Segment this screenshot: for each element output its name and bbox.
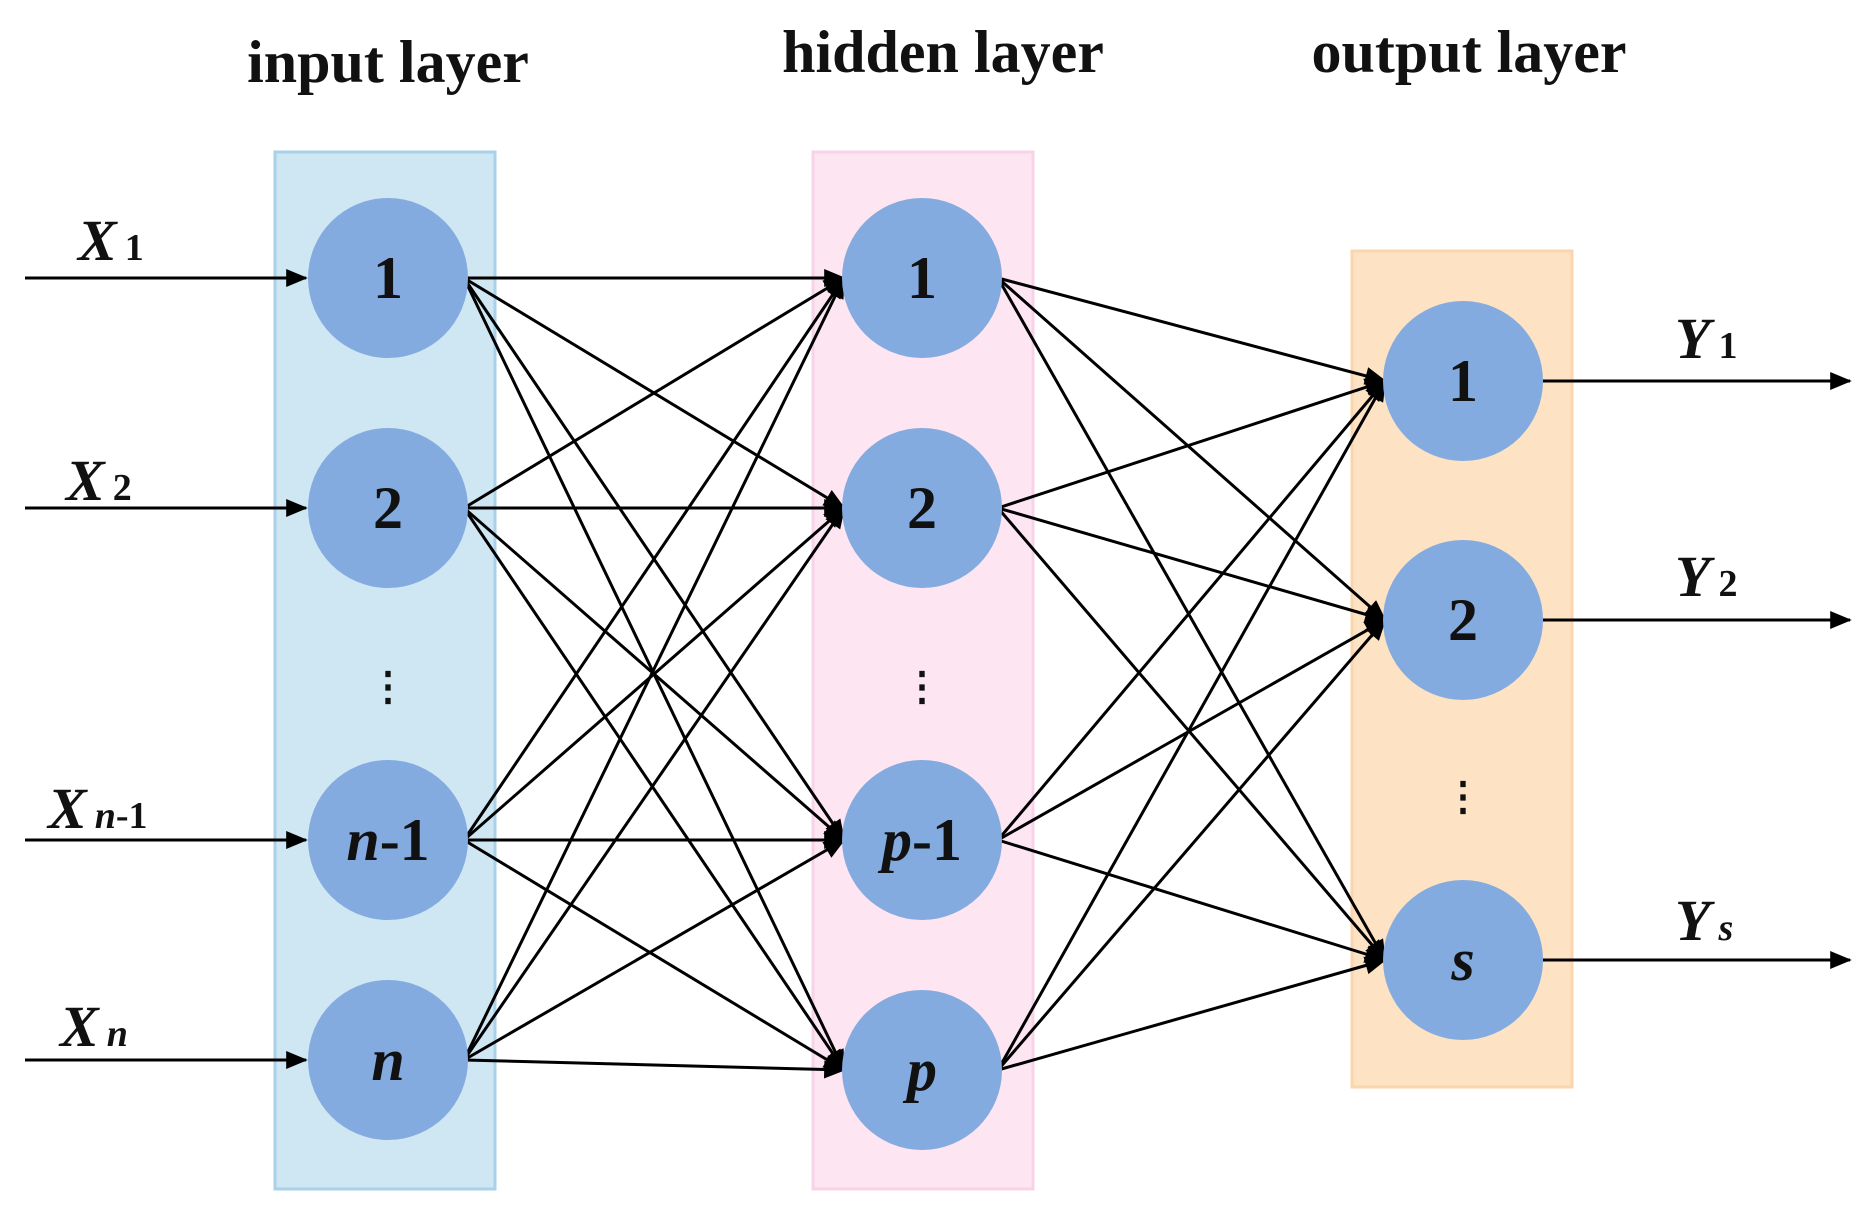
output-node-circle [1383,540,1543,700]
input-node-3: n-1 [308,760,468,920]
edge-hidden-3-to-output-2 [997,618,1387,842]
edge-hidden-1-to-output-2 [997,276,1387,622]
output-node-label: 2 [1448,587,1478,653]
hidden-node-label: p [902,1037,937,1103]
output-node-3: s [1383,880,1543,1040]
output-layer-ellipsis: ⋮ [1443,774,1483,819]
edge-hidden-2-to-output-2 [997,506,1387,624]
hidden-node-circle [842,428,1002,588]
edge-hidden-1-to-output-1 [997,276,1387,385]
hidden-node-2: 2 [842,428,1002,588]
output-node-label: s [1450,927,1474,993]
edge-input-4-to-hidden-4 [463,1058,846,1079]
input-node-4: n [308,980,468,1140]
input-layer-title: input layer [247,29,529,95]
ellipsis-markers: ⋮ ⋮ ⋮ [368,664,1483,819]
edge-hidden-2-to-output-1 [997,378,1387,510]
edge-hidden-4-to-output-1 [996,379,1387,1071]
output-layer-title: output layer [1312,19,1627,85]
neuron-nodes: 1 2 n-1 n 1 2 p-1 p 1 2 s [308,198,1543,1150]
output-node-circle [1383,301,1543,461]
hidden-node-label: 1 [907,245,937,311]
edge-input-3-to-hidden-1 [462,276,846,841]
input-node-circle [308,980,468,1140]
edge-input-3-to-hidden-2 [463,506,846,842]
hidden-layer-title: hidden layer [782,19,1104,85]
hidden-node-circle [842,198,1002,358]
edge-input-4-to-hidden-2 [462,506,846,1061]
input-node-circle [308,198,468,358]
layer-titles: input layer hidden layer output layer [247,19,1626,95]
hidden-node-4: p [842,990,1002,1150]
input-node-label: n-1 [346,807,429,873]
input-node-circle [308,428,468,588]
edge-hidden-1-to-output-3 [996,277,1387,962]
input-node-1: 1 [308,198,468,358]
edge-input-2-to-hidden-1 [463,276,846,510]
io-arrows [25,269,1852,1069]
edge-hidden-4-to-output-2 [996,618,1387,1071]
edge-hidden-3-to-output-3 [997,838,1387,963]
hidden-node-label: 2 [907,475,937,541]
output-node-circle [1383,880,1543,1040]
edge-input-3-to-hidden-4 [463,838,846,1072]
input-layer-ellipsis: ⋮ [368,664,408,709]
hidden-layer-ellipsis: ⋮ [902,664,942,709]
output-node-label: 1 [1448,348,1478,414]
edge-input-4-to-hidden-3 [463,838,846,1062]
edge-input-2-to-hidden-4 [462,507,846,1072]
edge-input-4-to-hidden-1 [462,276,846,1061]
edge-hidden-4-to-output-3 [997,956,1387,1072]
input-node-label: n [371,1027,404,1093]
hidden-node-1: 1 [842,198,1002,358]
output-node-2: 2 [1383,540,1543,700]
input-node-label: 1 [373,245,403,311]
hidden-node-circle [842,760,1002,920]
edge-hidden-2-to-output-3 [996,507,1387,962]
input-node-label: 2 [373,475,403,541]
edge-hidden-3-to-output-1 [996,379,1387,841]
connection-edges [462,269,1387,1079]
hidden-node-label: p-1 [877,807,962,873]
hidden-node-3: p-1 [842,760,1002,920]
input-node-2: 2 [308,428,468,588]
input-node-circle [308,760,468,920]
hidden-node-circle [842,990,1002,1150]
output-node-1: 1 [1383,301,1543,461]
